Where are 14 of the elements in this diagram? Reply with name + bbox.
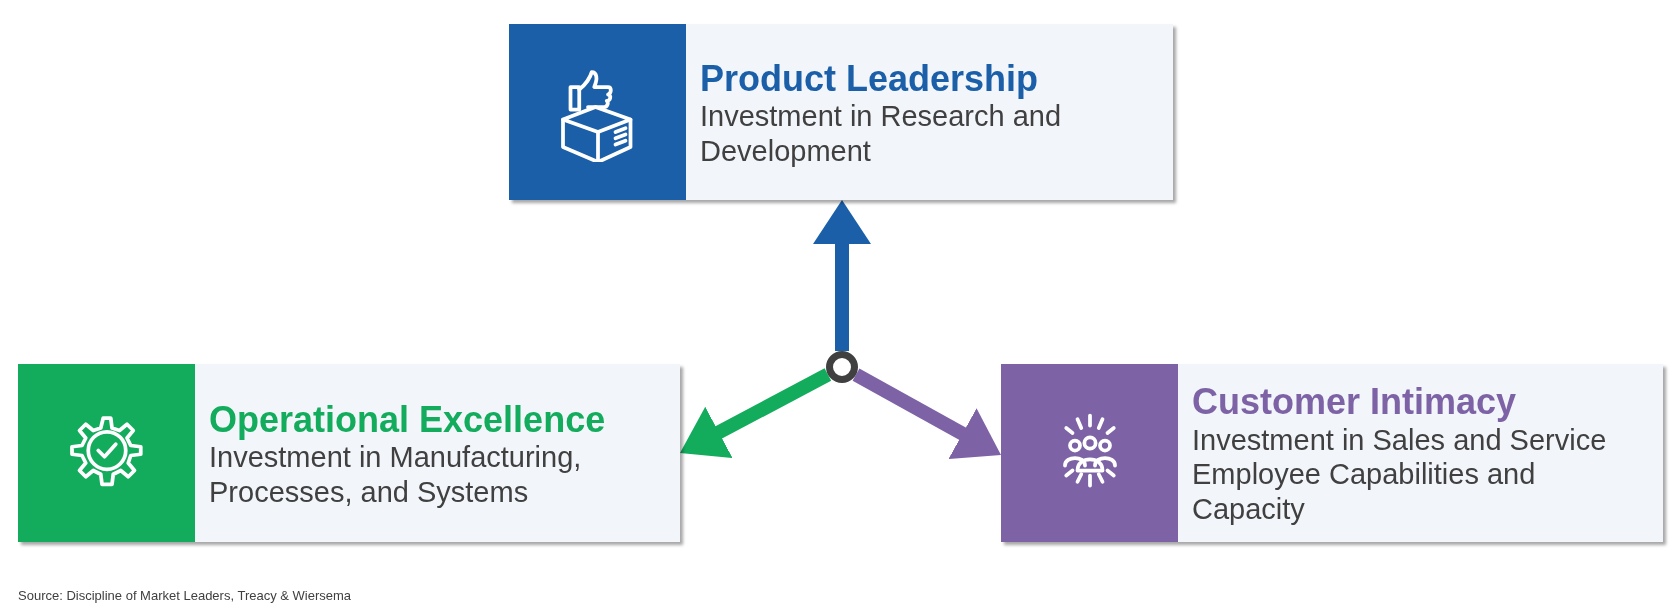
arrow xyxy=(813,200,871,351)
arrow xyxy=(852,368,1001,460)
card-title: Operational Excellence xyxy=(209,398,607,440)
hub-circle xyxy=(826,351,858,383)
card-description: Investment in Manufacturing, Processes, and Systems xyxy=(209,440,583,510)
arrow xyxy=(680,368,832,458)
source-note: Source: Discipline of Market Leaders, Treacy & Wiersema xyxy=(18,588,352,603)
card-title: Customer Intimacy xyxy=(1192,381,1518,423)
card-title: Product Leadership xyxy=(700,57,1040,99)
card-description: Investment in Research and Development xyxy=(700,99,1063,169)
card-description: Investment in Sales and Service Employee Capabilities and Capacity xyxy=(1192,422,1608,527)
strategy-card xyxy=(18,364,680,542)
strategy-card xyxy=(1001,364,1663,542)
strategy-card xyxy=(509,24,1173,200)
